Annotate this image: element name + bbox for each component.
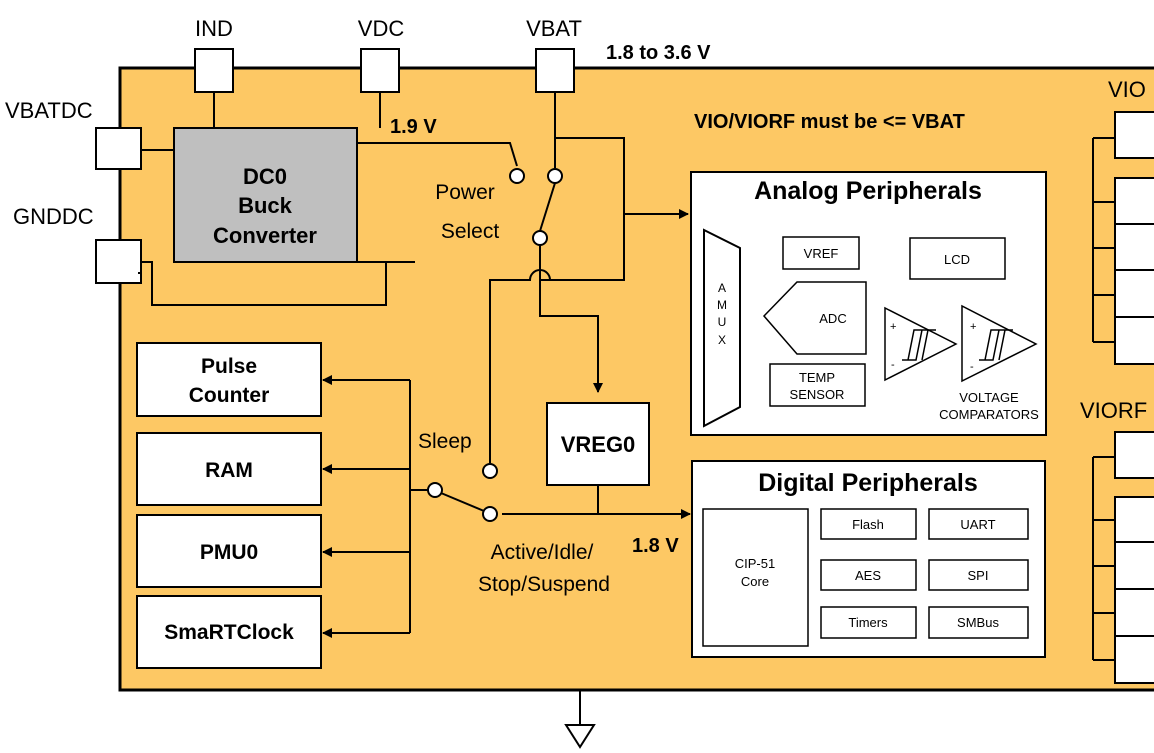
vbat-range-note: 1.8 to 3.6 V — [606, 42, 711, 64]
aes-block — [820, 559, 917, 591]
comparators-label-2: COMPARATORS — [939, 407, 1039, 422]
pin-vbat-label: VBAT — [526, 16, 582, 41]
vio-rule-note: VIO/VIORF must be <= VBAT — [694, 111, 965, 133]
temp-label-1: TEMP — [799, 370, 835, 385]
comparator-1: + - — [884, 306, 958, 382]
active-label-2: Stop/Suspend — [478, 573, 610, 596]
cip51-core-block — [702, 508, 809, 647]
pin-gnddc-label: GNDDC — [13, 204, 94, 229]
temp-sensor-block — [769, 363, 866, 407]
comparator-1-minus: - — [891, 359, 895, 371]
flash-label: Flash — [852, 517, 884, 532]
vref-block — [782, 236, 860, 270]
timers-label: Timers — [848, 615, 888, 630]
amux-letter-a: A — [718, 281, 726, 295]
adc-block — [762, 281, 867, 355]
cip51-label-1: CIP-51 — [735, 556, 775, 571]
pin-viorf-label: VIORF — [1080, 398, 1147, 423]
uart-label: UART — [960, 517, 995, 532]
sleep-label: Sleep — [418, 430, 472, 453]
pmu0-block — [136, 514, 322, 588]
reg-out-voltage: 1.8 V — [632, 535, 679, 557]
power-select-label-2: Select — [441, 220, 500, 243]
aes-label: AES — [855, 568, 881, 583]
pin-vdc-label: VDC — [358, 16, 405, 41]
pulse-counter-label-2: Counter — [189, 384, 270, 407]
dc0-title: DC0 — [243, 164, 287, 189]
comparator-1-plus: + — [890, 321, 896, 333]
analog-title: Analog Peripherals — [754, 177, 982, 205]
temp-label-2: SENSOR — [790, 387, 845, 402]
lcd-label: LCD — [944, 252, 970, 267]
smbus-label: SMBus — [957, 615, 999, 630]
cip51-label-2: Core — [741, 574, 769, 589]
amux-letter-m: M — [717, 298, 727, 312]
power-select-label-1: Power — [435, 181, 495, 204]
flash-block — [820, 508, 917, 540]
pmu0-label: PMU0 — [200, 541, 258, 564]
pulse-counter-block — [136, 342, 322, 417]
comparator-2: + - — [961, 304, 1038, 383]
smbus-block — [928, 606, 1029, 639]
amux-letter-x: X — [718, 333, 726, 347]
ground-symbol — [564, 690, 596, 749]
smartclock-label: SmaRTClock — [164, 621, 294, 644]
dc0-buck: Buck — [238, 193, 293, 218]
vio-pins — [1092, 111, 1154, 365]
digital-title: Digital Peripherals — [758, 469, 978, 497]
active-label-1: Active/Idle/ — [491, 541, 594, 564]
vref-label: VREF — [804, 246, 839, 261]
vreg0-label: VREG0 — [561, 432, 636, 457]
vreg0-block — [546, 402, 650, 486]
pulse-counter-label-1: Pulse — [201, 355, 257, 378]
viorf-pins — [1092, 431, 1154, 684]
amux-letter-u: U — [718, 315, 727, 329]
dc0-buck-converter — [173, 127, 358, 263]
spi-block — [928, 559, 1029, 591]
adc-label: ADC — [819, 311, 846, 326]
pin-ind-label: IND — [195, 16, 233, 41]
comparator-2-plus: + — [970, 321, 976, 333]
comparator-2-minus: - — [970, 361, 974, 373]
timers-block — [820, 606, 917, 639]
pin-vbatdc: VBATDC — [5, 98, 174, 170]
pin-ind: IND — [194, 16, 234, 128]
ram-label: RAM — [205, 459, 253, 482]
smartclock-block — [136, 595, 322, 669]
ram-block — [136, 432, 322, 506]
pin-gnddc: GNDDC — [13, 204, 142, 284]
dc0-converter: Converter — [213, 223, 317, 248]
amux-shape — [703, 228, 741, 428]
pin-vbat: VBAT — [526, 16, 582, 93]
dc-out-voltage: 1.9 V — [390, 116, 437, 138]
analog-peripherals-block — [690, 171, 1047, 436]
comparators-label-1: VOLTAGE — [959, 390, 1019, 405]
lcd-block — [909, 237, 1006, 280]
uart-block — [928, 508, 1029, 540]
spi-label: SPI — [968, 568, 989, 583]
pin-vdc: VDC — [358, 16, 405, 128]
pin-vbatdc-label: VBATDC — [5, 98, 93, 123]
pin-vio-label: VIO — [1108, 77, 1146, 102]
